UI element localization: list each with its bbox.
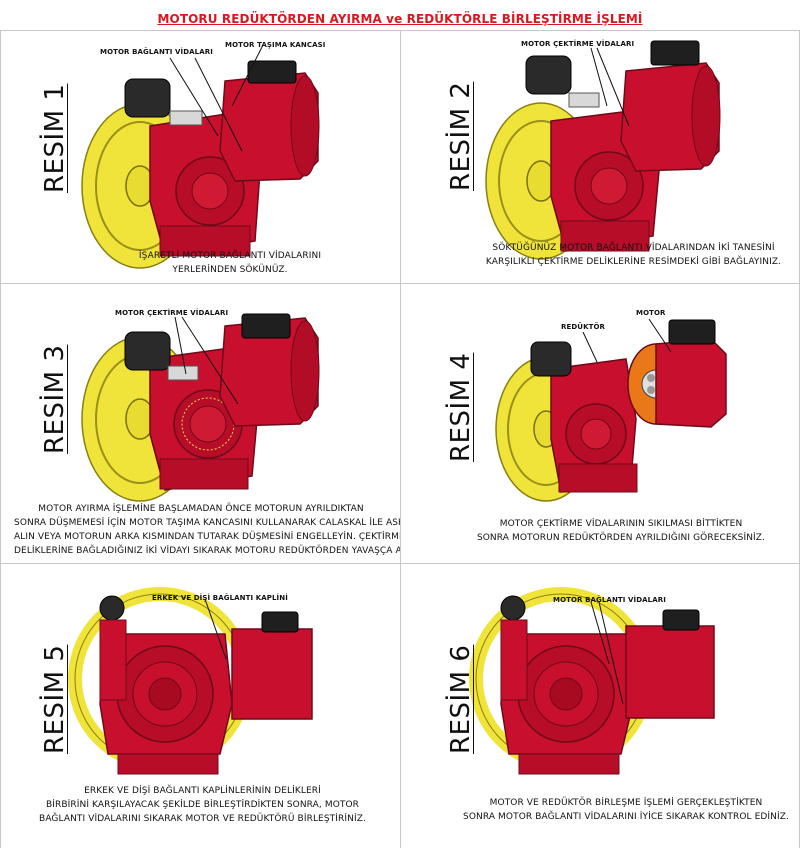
callout-motor-pulling-screws: MOTOR ÇEKTİRME VİDALARI	[115, 309, 229, 317]
caption-line: SONRA MOTORUN REDÜKTÖRDEN AYRILDIĞINI GÖ…	[476, 533, 766, 543]
caption-line: ALIN VEYA MOTORUN ARKA KISMINDAN TUTARAK…	[14, 532, 400, 542]
callout-male-female-coupling: ERKEK VE DİŞİ BAĞLANTI KAPLİNİ	[152, 594, 288, 602]
top-border	[0, 30, 800, 31]
gearmotor-illustration-6	[469, 587, 715, 775]
callout-motor-lifting-hook: MOTOR TAŞIMA KANCASI	[225, 41, 326, 49]
callout-motor-connection-screws: MOTOR BAĞLANTI VİDALARI	[553, 596, 666, 604]
gearmotor-illustration-4	[495, 318, 727, 502]
callout-motor: MOTOR	[636, 309, 666, 317]
step-label-1: RESİM 1	[40, 83, 70, 193]
left-border	[0, 30, 1, 848]
caption-line: MOTOR ÇEKTİRME VİDALARININ SIKILMASI BİT…	[499, 519, 743, 529]
gearmotor-illustration-5	[68, 587, 313, 775]
gearmotor-illustration-3	[81, 313, 320, 502]
horizontal-divider-1	[0, 283, 800, 284]
step-label-4: RESİM 4	[446, 352, 476, 462]
step-caption-5: ERKEK VE DİŞİ BAĞLANTI KAPLİNLERİNİN DEL…	[30, 784, 375, 826]
gearmotor-illustration-1	[81, 46, 320, 269]
step-panel-4: RESİM 4 REDÜKTÖR MOTOR MOTOR ÇEKTİRME Vİ…	[401, 284, 800, 563]
horizontal-divider-2	[0, 563, 800, 564]
step-label-2: RESİM 2	[446, 81, 476, 191]
caption-line: BAĞLANTI VİDALARINI SIKARAK MOTOR VE RED…	[39, 814, 366, 824]
caption-line: SONRA DÜŞMEMESİ İÇİN MOTOR TAŞIMA KANCAS…	[14, 518, 400, 528]
callout-motor-connection-screws: MOTOR BAĞLANTI VİDALARI	[100, 48, 213, 56]
callout-gear-reducer: REDÜKTÖR	[561, 323, 606, 331]
step-panel-1: RESİM 1 MOTOR BAĞLANTI VİDALARI MOTOR TA…	[0, 31, 400, 283]
step-label-6: RESİM 6	[446, 644, 476, 754]
step-panel-3: RESİM 3 MOTOR ÇEKTİRME VİDALARI MOTOR AY…	[0, 284, 400, 563]
caption-line: İŞARETLİ MOTOR BAĞLANTI VİDALARINI	[138, 251, 322, 261]
step-panel-2: RESİM 2 MOTOR ÇEKTİRME VİDALARI SÖKTÜĞÜN…	[401, 31, 800, 283]
document-title: MOTORU REDÜKTÖRDEN AYIRMA ve REDÜKTÖRLE …	[157, 12, 643, 26]
callout-motor-pulling-screws: MOTOR ÇEKTİRME VİDALARI	[521, 40, 635, 48]
step-caption-4: MOTOR ÇEKTİRME VİDALARININ SIKILMASI BİT…	[471, 517, 771, 545]
step-caption-6: MOTOR VE REDÜKTÖR BİRLEŞME İŞLEMİ GERÇEK…	[461, 796, 791, 824]
step-panel-6: RESİM 6 MOTOR BAĞLANTI VİDALARI MOTOR VE…	[401, 564, 800, 848]
step-panel-5: RESİM 5 ERKEK VE DİŞİ BAĞLANTI KAPLİNİ E…	[0, 564, 400, 848]
caption-line: ERKEK VE DİŞİ BAĞLANTI KAPLİNLERİNİN DEL…	[84, 786, 321, 796]
caption-line: KARŞILIKLI ÇEKTİRME DELİKLERİNE RESİMDEK…	[485, 257, 782, 267]
gearmotor-illustration-2	[485, 40, 721, 260]
step-caption-3: MOTOR AYIRMA İŞLEMİNE BAŞLAMADAN ÖNCE MO…	[14, 502, 400, 558]
caption-line: YERLERİNDEN SÖKÜNÜZ.	[172, 265, 288, 275]
caption-line: SÖKTÜĞÜNÜZ MOTOR BAĞLANTI VİDALARINDAN İ…	[492, 243, 775, 253]
caption-line: MOTOR VE REDÜKTÖR BİRLEŞME İŞLEMİ GERÇEK…	[489, 798, 763, 808]
caption-line: MOTOR AYIRMA İŞLEMİNE BAŞLAMADAN ÖNCE MO…	[38, 504, 364, 514]
caption-line: BİRBİRİNİ KARŞILAYACAK ŞEKİLDE BİRLEŞTİR…	[45, 800, 360, 810]
step-caption-2: SÖKTÜĞÜNÜZ MOTOR BAĞLANTI VİDALARINDAN İ…	[471, 241, 796, 269]
vertical-divider	[400, 30, 401, 848]
step-label-3: RESİM 3	[40, 344, 70, 454]
caption-line: SONRA MOTOR BAĞLANTI VİDALARINI İYİCE SI…	[463, 812, 789, 822]
step-caption-1: İŞARETLİ MOTOR BAĞLANTI VİDALARINI YERLE…	[100, 249, 360, 277]
step-label-5: RESİM 5	[40, 644, 70, 754]
caption-line: DELİKLERİNE BAĞLADIĞINIZ İKİ VİDAYI SIKA…	[14, 546, 400, 556]
